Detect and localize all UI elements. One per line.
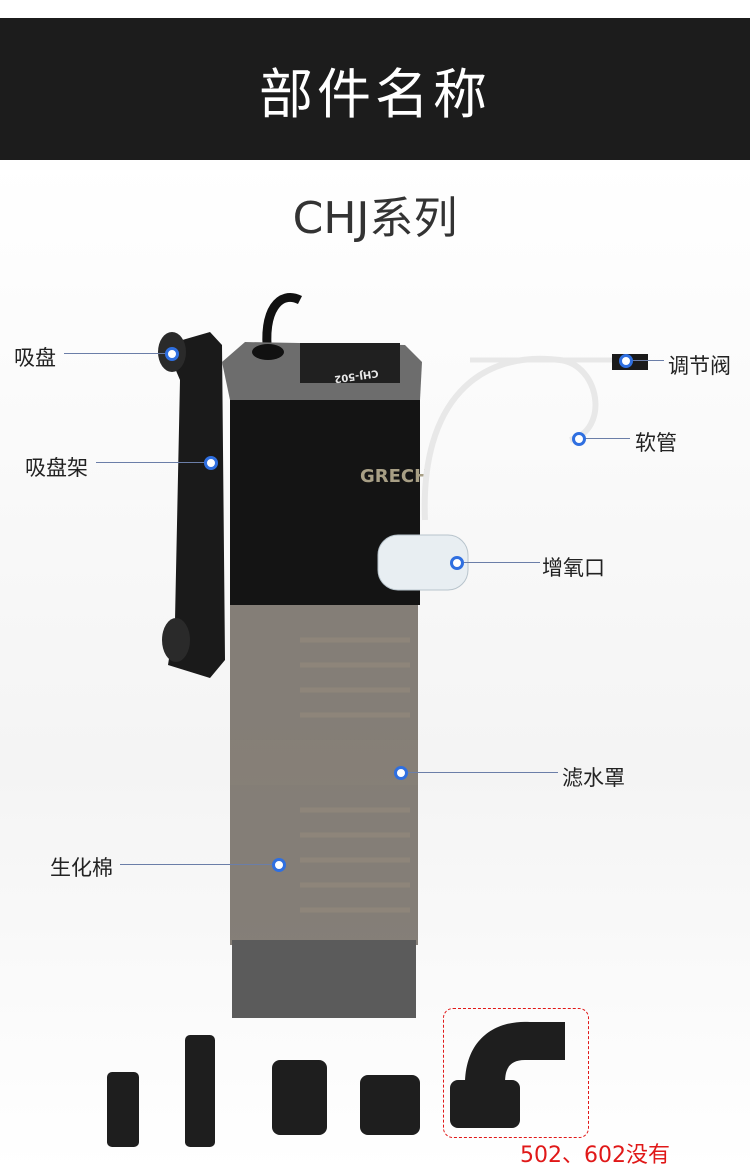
pump-base	[232, 940, 416, 1018]
callout-dot	[619, 354, 633, 368]
brand-logo: GRECH	[360, 466, 429, 487]
accessory-connector-2	[185, 1035, 215, 1147]
header-banner: 部件名称	[0, 18, 750, 160]
label-regulator-valve: 调节阀	[668, 354, 731, 378]
hose	[421, 355, 599, 521]
label-bio-sponge: 生化棉	[50, 856, 113, 880]
filter-slots	[300, 637, 410, 913]
callout-dot	[165, 347, 179, 361]
accessory-nut	[360, 1075, 420, 1135]
leader-line	[462, 562, 540, 563]
accessory-adapter	[272, 1060, 327, 1135]
lid-label-plate	[300, 343, 400, 383]
leader-line	[120, 864, 272, 865]
label-suction-cup-holder: 吸盘架	[25, 456, 88, 480]
leader-line	[406, 772, 558, 773]
series-title: CHJ系列	[292, 193, 458, 244]
leader-line	[584, 438, 630, 439]
suction-cup-bottom	[162, 618, 190, 662]
callout-dot	[450, 556, 464, 570]
leader-line	[96, 462, 206, 463]
accessory-elbow	[450, 1080, 520, 1128]
label-hose: 软管	[635, 431, 677, 455]
accessories	[107, 1021, 565, 1147]
callout-dot	[272, 858, 286, 872]
label-filter-cover: 滤水罩	[562, 766, 625, 790]
callout-dot	[394, 766, 408, 780]
label-suction-cup: 吸盘	[14, 346, 56, 370]
leader-line	[64, 353, 168, 354]
callout-dot	[572, 432, 586, 446]
callout-dot	[204, 456, 218, 470]
accessory-note: 502、602没有	[520, 1143, 670, 1168]
excluded-accessory-frame	[443, 1008, 589, 1138]
leader-line	[630, 360, 664, 361]
label-aeration-port: 增氧口	[542, 556, 605, 580]
suction-cup-holder	[165, 332, 225, 678]
accessory-connector-1	[107, 1072, 139, 1147]
power-cord	[262, 293, 303, 356]
page-title: 部件名称	[259, 62, 491, 126]
